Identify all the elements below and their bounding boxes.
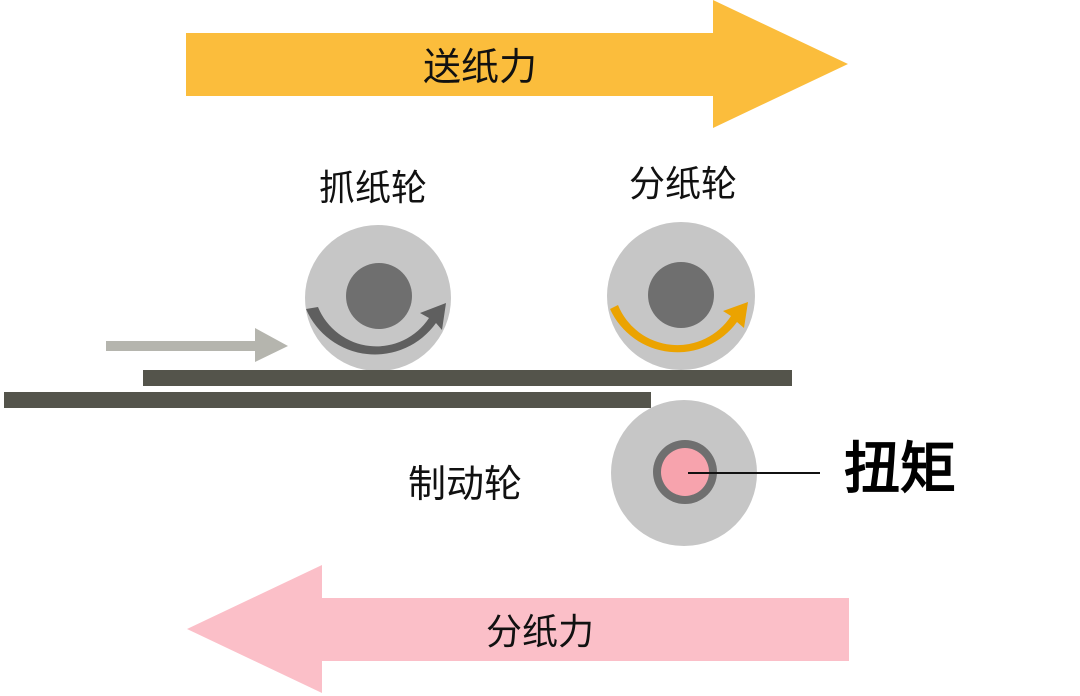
feed-force-label: 送纸力: [423, 45, 537, 89]
paper-input-arrow: [106, 328, 288, 362]
separation-roller-rotation-arrow-icon: [610, 302, 748, 353]
feed-force-arrow: 送纸力: [186, 0, 848, 128]
feed-force-arrow-shape: [186, 0, 848, 128]
pickup-roller-hub: [346, 263, 412, 329]
separation-force-arrow: 分纸力: [187, 565, 849, 693]
pickup-roller: [305, 225, 451, 371]
pickup-roller-label: 抓纸轮: [319, 168, 427, 209]
brake-roller-label: 制动轮: [408, 462, 522, 506]
separation-force-label: 分纸力: [486, 612, 594, 653]
paper-input-arrow-shape: [106, 328, 288, 362]
brake-roller: [611, 400, 757, 546]
separation-force-arrow-shape: [187, 565, 849, 693]
separation-roller: [607, 222, 755, 370]
lower-paper-sheet: [4, 392, 651, 408]
brake-roller-hub: [661, 448, 709, 496]
upper-paper-sheet: [143, 370, 792, 386]
separation-roller-label: 分纸轮: [629, 164, 737, 205]
torque-label: 扭矩: [844, 437, 956, 502]
separation-roller-hub: [648, 262, 714, 328]
pickup-roller-rotation-arrow-icon: [306, 303, 446, 355]
